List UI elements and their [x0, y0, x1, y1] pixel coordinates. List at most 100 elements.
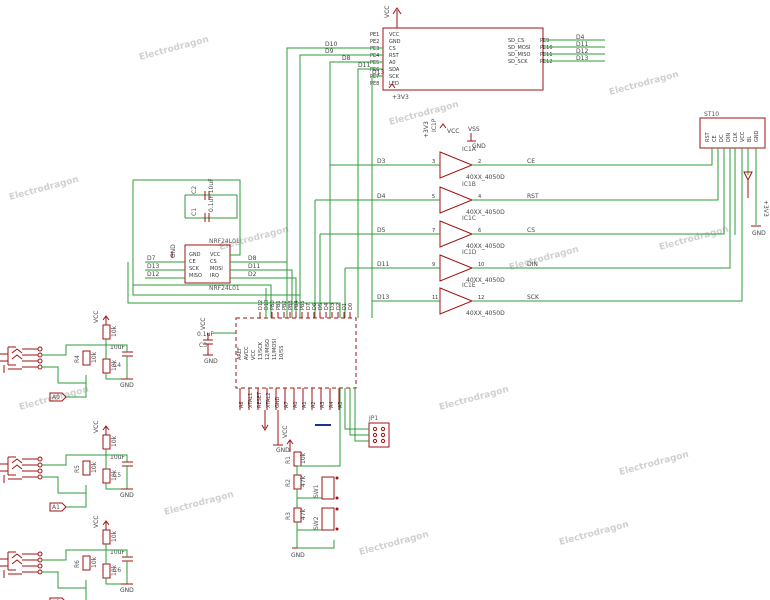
capacitor-ref: C5 — [113, 472, 121, 479]
nrf-pin-label: SCK — [189, 266, 200, 272]
vcc-arrow-icon — [102, 520, 110, 526]
vcc-label: VCC — [200, 318, 207, 330]
resistor — [102, 529, 111, 545]
resistor — [102, 468, 111, 484]
resistor — [102, 358, 111, 374]
mcu-pin-label: PB5 — [300, 300, 306, 310]
vcc-label: VCC — [93, 311, 100, 323]
nrf24l01-module: NRF24L01 NRF24L01 GNDCESCKMISOVCCCSMOSII… — [127, 178, 341, 318]
sw1-switch[interactable] — [321, 476, 335, 500]
mcu-pin-label: VCC — [251, 349, 257, 360]
svg-text:GND: GND — [291, 552, 305, 559]
resistor — [82, 460, 91, 476]
sw2-switch[interactable] — [321, 507, 335, 531]
mcu-pin-label: A1 — [302, 401, 308, 408]
nrf-pin-label: VCC — [210, 252, 221, 258]
mcu-pin-label: 10/SS — [279, 346, 285, 360]
watermark: Electrodragon — [163, 490, 235, 518]
mcu-pin-label: 12/MISO — [265, 339, 271, 360]
vcc-label: VCC — [93, 421, 100, 433]
buffer-pin-out: 6 — [478, 228, 481, 234]
capacitor-ref: C6 — [113, 567, 121, 574]
nrf-body — [184, 244, 231, 284]
ic1p-ref: IC1P — [431, 118, 438, 132]
mcu-pin-label: PB2 — [282, 300, 288, 310]
resistor — [102, 324, 111, 340]
reset-block: VCC R1 10k R2 47k R3 47k GND SW1 SW2 — [282, 388, 341, 559]
resistor-value: 10k — [111, 564, 118, 576]
mcu-pin-label: D0 — [348, 303, 354, 310]
mcu-pin-label: D2 — [336, 303, 342, 310]
mcu-pin-label: PB1 — [276, 300, 282, 310]
lcd-pin-label: GND — [389, 39, 401, 45]
mcu-pin-label: 11/MOSI — [272, 339, 278, 360]
mcu-pin-label: D3 — [330, 303, 336, 310]
svg-text:DIN: DIN — [527, 261, 538, 268]
lcd-port-label: PE8 — [370, 81, 379, 87]
watermark: Electrodragon — [438, 385, 510, 413]
svg-text:D9: D9 — [325, 48, 334, 55]
buffer-part: 40XX_4050D — [466, 209, 505, 216]
svg-text:D13: D13 — [377, 294, 389, 301]
mcu-pin-label: 13/SCK — [258, 341, 264, 360]
buffer-pin-in: 7 — [432, 228, 435, 234]
st10-pin-label: CLK — [733, 132, 739, 142]
lcd-port-label: PE1 — [370, 32, 379, 38]
buffer-ref: IC1B — [462, 181, 476, 188]
analog-port-icon — [49, 392, 67, 402]
svg-text:D7: D7 — [147, 255, 156, 262]
capacitor-value: 10uF — [110, 344, 125, 351]
resistor-ref: R6 — [74, 560, 81, 568]
mcu-pin-label: A7 — [284, 401, 290, 408]
mcu-pin-label: A2 — [311, 401, 317, 408]
resistor-ref: R4 — [74, 355, 81, 363]
st10-pin-label: DIN — [726, 133, 732, 142]
resistor-value: 10k — [111, 325, 118, 337]
st10-pin-label: VCC — [740, 131, 746, 142]
gnd-label: GND — [170, 244, 177, 258]
lcd-pin-label: SD_MOSI — [508, 45, 530, 51]
resistor-value: 10k — [91, 556, 98, 568]
lcd-port-label: PE6 — [370, 67, 379, 73]
analog-port-icon — [49, 597, 65, 600]
c3-value: 0.1uF — [197, 331, 214, 338]
net-label: D11 — [576, 41, 588, 48]
st10-pin-label: GND — [754, 130, 760, 142]
buffer-pin-out: 2 — [478, 159, 481, 165]
mcu-pin-label: D7 — [306, 303, 312, 310]
buffer-pin-in: 9 — [432, 262, 435, 268]
resistor-ref: R5 — [74, 465, 81, 473]
watermark: Electrodragon — [608, 70, 680, 98]
svg-text:R3: R3 — [285, 512, 292, 520]
st10-pin-label: DC — [719, 134, 725, 142]
nrf-pin-label: MOSI — [210, 266, 223, 272]
c3-ref: C3 — [199, 342, 207, 349]
v33-label: +3V3 — [392, 94, 409, 101]
mcu-pin-label: XTAL1 — [248, 393, 254, 408]
svg-text:47k: 47k — [300, 475, 307, 487]
analog-port-icon — [49, 502, 67, 512]
resistor-value: 10k — [111, 359, 118, 371]
c1-ref: C1 — [191, 208, 198, 216]
svg-text:CE: CE — [527, 158, 535, 165]
svg-text:10k: 10k — [300, 452, 307, 464]
st10-ref: ST10 — [704, 111, 719, 118]
svg-text:D13: D13 — [147, 263, 159, 270]
svg-text:D8: D8 — [342, 55, 351, 62]
audio-jack-icon — [7, 346, 16, 366]
st10-pin-label: RST — [705, 131, 711, 142]
vcc-arrow-icon — [102, 425, 110, 431]
mcu-pin-label: D4 — [324, 303, 330, 310]
lcd-port-label: PE11 — [540, 52, 553, 58]
gnd-label: GND — [276, 447, 290, 454]
buffer-ref: IC1C — [462, 215, 476, 222]
lcd-pin-label: LED — [389, 81, 399, 87]
lcd-wires — [286, 39, 605, 318]
lcd-port-label: PE2 — [370, 39, 379, 45]
mcu-pin-label: PB0 — [270, 300, 276, 310]
